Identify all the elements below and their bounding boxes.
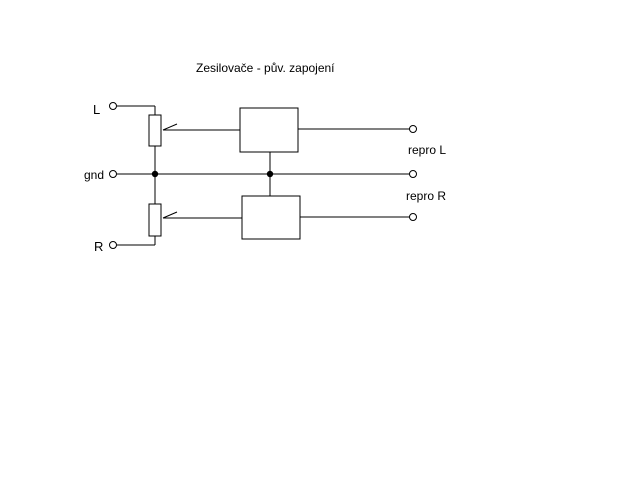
terminal-gnd <box>109 170 117 178</box>
amplifier-block-bottom <box>241 195 301 240</box>
wiper-bottom <box>162 211 178 219</box>
wiper-top <box>162 123 178 131</box>
terminal-repro-R <box>409 213 417 221</box>
label-output-repro-L: repro L <box>408 143 447 157</box>
terminal-output-gnd <box>409 170 417 178</box>
terminal-input-L <box>109 102 117 110</box>
amplifier-block-top <box>239 107 299 153</box>
terminal-input-R <box>109 241 117 249</box>
label-input-R: R <box>94 239 104 254</box>
potentiometer-top <box>148 114 162 147</box>
terminal-repro-L <box>409 125 417 133</box>
potentiometer-bottom <box>148 203 162 237</box>
diagram-title: Zesilovače - pův. zapojení <box>196 61 335 75</box>
label-ground: gnd <box>84 168 105 182</box>
label-input-L: L <box>93 102 101 117</box>
label-output-repro-R: repro R <box>406 189 447 203</box>
